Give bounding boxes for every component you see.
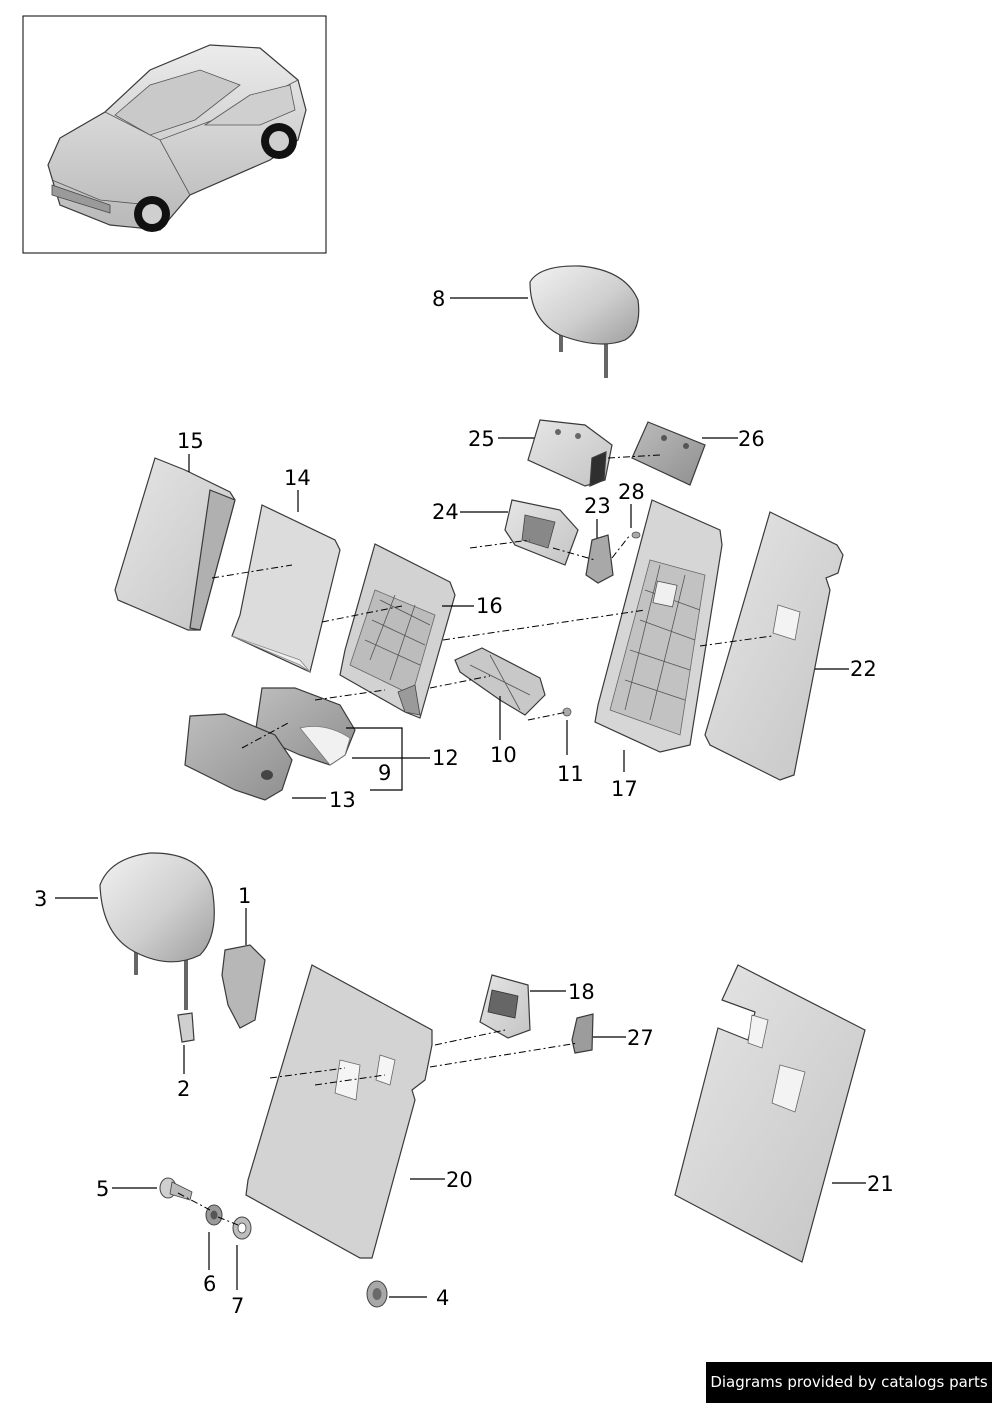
part-5-bolt [159,1177,193,1201]
part-28-pin [631,531,641,539]
part-11-bolt [562,707,572,717]
part-21-panel [674,964,866,1263]
callout-21: 21 [867,1172,894,1196]
part-3-headrest [99,852,215,1010]
callout-5: 5 [96,1177,109,1201]
callout-28: 28 [618,480,645,504]
leader-lines [55,297,866,1298]
callout-3: 3 [34,887,47,911]
diagram-credit-banner: Diagrams provided by catalogs parts [706,1362,992,1403]
callout-12: 12 [432,746,459,770]
part-27-release [571,1013,594,1054]
callout-25: 25 [468,427,495,451]
callout-7: 7 [231,1294,244,1318]
part-6-nut [205,1204,223,1226]
part-7-washer [232,1216,252,1240]
part-23-latch [585,534,614,584]
callout-18: 18 [568,980,595,1004]
part-17-frame [594,499,723,753]
callout-27: 27 [627,1026,654,1050]
callout-4: 4 [436,1286,449,1310]
alignment-lines [177,454,773,1226]
callout-11: 11 [557,762,584,786]
callout-20: 20 [446,1168,473,1192]
callout-1: 1 [238,884,251,908]
part-24-bracket [504,499,579,566]
part-8-headrest [529,265,640,378]
part-16-frame [339,543,456,719]
part-18-latch-housing [479,974,531,1039]
part-20-panel [245,964,433,1259]
part-1-bracket [221,944,266,1029]
part-15-backrest-pad [114,457,236,631]
callout-9: 9 [378,761,391,785]
callout-6: 6 [203,1272,216,1296]
vehicle-thumbnail [22,15,327,254]
callout-23: 23 [584,494,611,518]
part-26-cover [631,421,706,486]
callout-8: 8 [432,287,445,311]
part-2-guide-sleeve [177,1012,195,1043]
callout-16: 16 [476,594,503,618]
callout-13: 13 [329,788,356,812]
part-10-hinge [454,647,546,716]
callout-17: 17 [611,777,638,801]
callout-labels: 8 25 26 15 14 24 23 28 16 22 12 9 10 11 … [34,287,894,1318]
callout-10: 10 [490,743,517,767]
part-25-cover [527,419,613,487]
part-4-cap [366,1280,388,1308]
callout-14: 14 [284,466,311,490]
part-22-rear-panel [704,511,844,781]
part-14-backrest-cover [231,504,341,673]
callout-26: 26 [738,427,765,451]
callout-24: 24 [432,500,459,524]
callout-15: 15 [177,429,204,453]
callout-22: 22 [850,657,877,681]
callout-2: 2 [177,1077,190,1101]
